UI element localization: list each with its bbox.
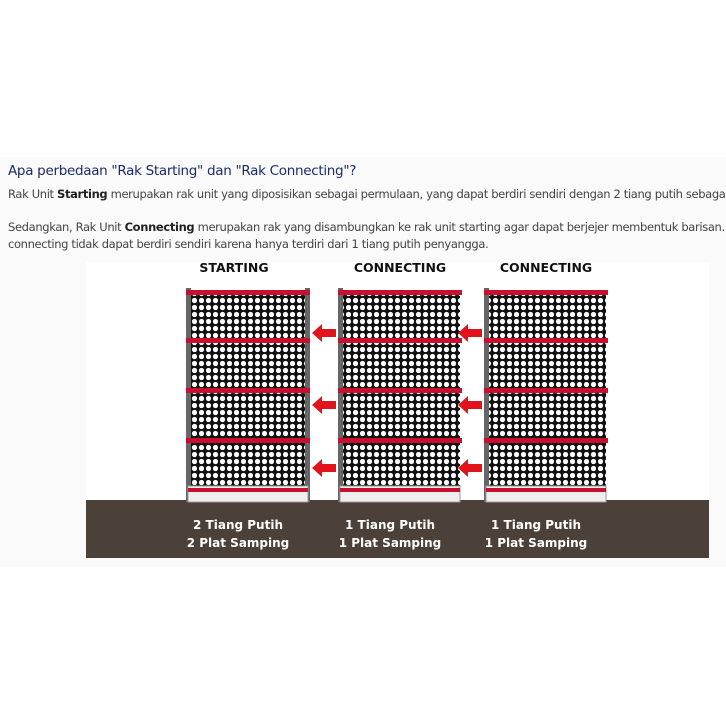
rack-label-line2: 2 Plat Samping (187, 536, 290, 550)
left-arrow-icon (458, 396, 482, 414)
section-heading: Apa perbedaan "Rak Starting" dan "Rak Co… (8, 163, 357, 179)
rack-label-line1: 1 Tiang Putih (345, 518, 435, 532)
rack-3 (484, 288, 608, 503)
rack-1 (186, 288, 310, 503)
text: Sedangkan, Rak Unit (8, 220, 125, 234)
shelf (186, 338, 310, 343)
rack-label-line2: 1 Plat Samping (339, 536, 442, 550)
rack-title: CONNECTING (354, 262, 446, 275)
post (484, 288, 489, 502)
text: merupakan rak yang disambungkan ke rak u… (194, 220, 726, 234)
left-arrow-icon (312, 459, 336, 477)
shelf (484, 438, 608, 443)
shelf (186, 290, 310, 295)
left-arrow-icon (312, 324, 336, 342)
rack-label-line1: 2 Tiang Putih (193, 518, 283, 532)
shelf (186, 388, 310, 393)
rack-title: CONNECTING (500, 262, 592, 275)
text: connecting tidak dapat berdiri sendiri k… (8, 237, 489, 251)
shelf (338, 388, 462, 393)
shelf (484, 388, 608, 393)
rack-2 (338, 288, 462, 503)
rack-label-line2: 1 Plat Samping (485, 536, 588, 550)
bold-text: Connecting (124, 220, 195, 234)
text: Rak Unit (8, 187, 58, 201)
rack-title: STARTING (199, 262, 268, 275)
text: merupakan rak unit yang diposisikan seba… (107, 187, 726, 201)
left-arrow-icon (458, 459, 482, 477)
shelf (338, 338, 462, 343)
left-arrow-icon (458, 324, 482, 342)
left-arrow-icon (312, 396, 336, 414)
paragraph-connecting: Sedangkan, Rak Unit Connecting merupakan… (8, 219, 726, 253)
shelf (338, 438, 462, 443)
rack-label-line1: 1 Tiang Putih (491, 518, 581, 532)
post (338, 288, 343, 502)
base-shelf (340, 488, 460, 492)
bold-text: Starting (57, 187, 108, 201)
shelf (338, 290, 462, 295)
rack-comparison-figure: STARTING 2 Tiang Putih 2 Plat Samping CONNE… (86, 262, 709, 558)
ground (86, 500, 709, 558)
post (305, 288, 310, 502)
shelf (484, 290, 608, 295)
paragraph-starting: Rak Unit Starting merupakan rak unit yan… (8, 186, 726, 203)
post (186, 288, 191, 502)
shelf (484, 338, 608, 343)
base-shelf (486, 488, 606, 492)
shelf (186, 438, 310, 443)
base-shelf (188, 488, 308, 492)
